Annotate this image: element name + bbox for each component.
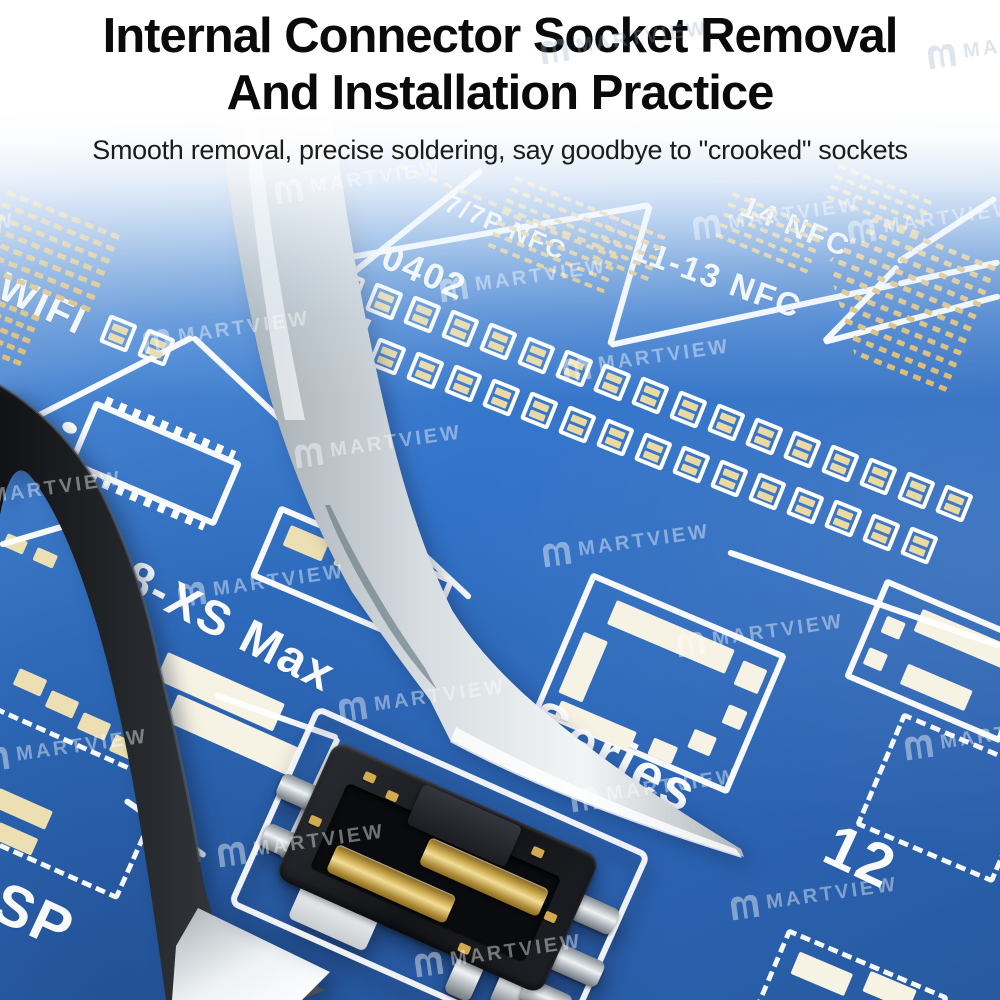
smd-pad-pair xyxy=(367,337,407,377)
smd-pad-pair xyxy=(709,458,749,498)
smd-pad-pair xyxy=(858,457,898,497)
smd-pad-pair xyxy=(557,404,597,444)
smd-pad-pair xyxy=(671,445,711,485)
smd-pad-pair xyxy=(402,295,442,335)
smd-pad-pair xyxy=(443,364,483,404)
smd-pad-pair xyxy=(782,430,822,470)
smd-pad-pair xyxy=(440,308,480,348)
smd-pad-pair xyxy=(633,431,673,471)
smd-pad-pair xyxy=(823,499,863,539)
smd-pad-pair xyxy=(896,470,936,510)
smd-pad-pair xyxy=(595,418,635,458)
bottom-right-footprint-outline xyxy=(741,928,950,1000)
smd-pad-pair xyxy=(478,322,518,362)
smd-pad-pair xyxy=(668,389,708,429)
smd-pad-pair xyxy=(899,526,939,566)
smd-pad-pair xyxy=(481,377,521,417)
smd-pad-pair xyxy=(747,472,787,512)
smd-pad-pair xyxy=(630,376,670,416)
smd-pad-pair xyxy=(861,512,901,552)
smd-pad-pair xyxy=(405,350,445,390)
smd-pad-pair xyxy=(554,349,594,389)
smd-pad-pair xyxy=(592,362,632,402)
page-subtitle: Smooth removal, precise soldering, say g… xyxy=(92,135,908,165)
smd-pad-pair xyxy=(519,391,559,431)
smd-pad-pair xyxy=(516,335,556,375)
page-title-line1: Internal Connector Socket Removal xyxy=(102,9,899,63)
smd-pad-pair xyxy=(98,314,138,354)
ic-footprint-outline xyxy=(60,396,243,531)
smd-pad-pair xyxy=(820,443,860,483)
page-title-line2: And Installation Practice xyxy=(226,66,775,120)
header: Internal Connector Socket Removal And In… xyxy=(0,8,1000,166)
smd-pad-pair xyxy=(785,485,825,525)
smd-pad-pair xyxy=(706,403,746,443)
smd-pad-pair xyxy=(934,484,974,524)
smd-pad-pair xyxy=(744,416,784,456)
silkscreen-line xyxy=(0,515,93,548)
